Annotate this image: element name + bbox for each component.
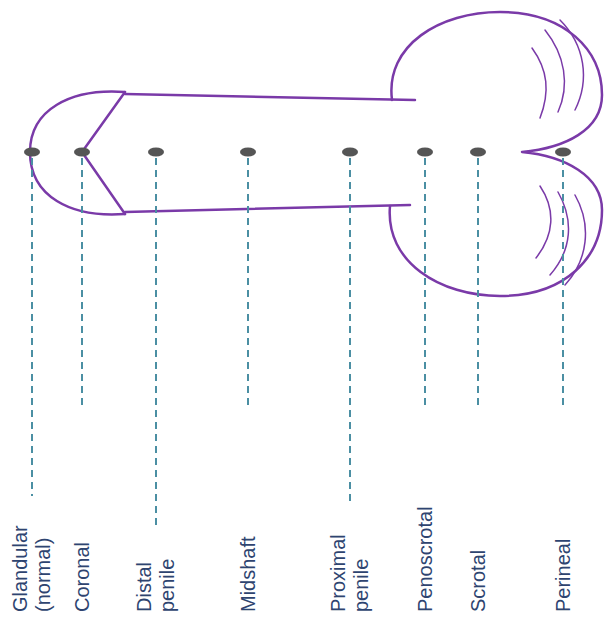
meatus-dot [74,148,90,157]
location-label: Glandular (normal) [9,502,55,612]
meatus-dot [470,148,486,157]
scrotum-fold [536,186,551,258]
scrotum-fold [550,192,568,275]
location-label: Coronal [71,412,94,612]
location-label: Scrotal [467,412,490,612]
scrotum-fold [545,30,564,112]
location-label: Distal penile [133,532,179,612]
location-label: Perineal [552,412,575,612]
leader-line [155,158,157,526]
leader-line [81,158,83,406]
meatus-dot [24,148,40,157]
location-label: Proximal penile [327,512,373,612]
meatus-dots [24,148,571,157]
scrotum-fold [532,48,546,118]
shaft-top [125,94,415,100]
leader-line [31,158,33,496]
leader-line [349,158,351,506]
leader-line [247,158,249,406]
meatus-dot [148,148,164,157]
meatus-dot [240,148,256,157]
leader-line [424,158,426,406]
leader-line [562,158,564,406]
meatus-dot [417,148,433,157]
location-label: Midshaft [237,412,260,612]
glans-outline [30,92,125,215]
leader-line [477,158,479,406]
scrotum-outline [390,12,602,296]
leader-lines [32,158,563,526]
location-label: Penoscrotal [414,412,437,612]
meatus-dot [555,148,571,157]
shaft-bottom [125,205,410,212]
meatus-dot [342,148,358,157]
